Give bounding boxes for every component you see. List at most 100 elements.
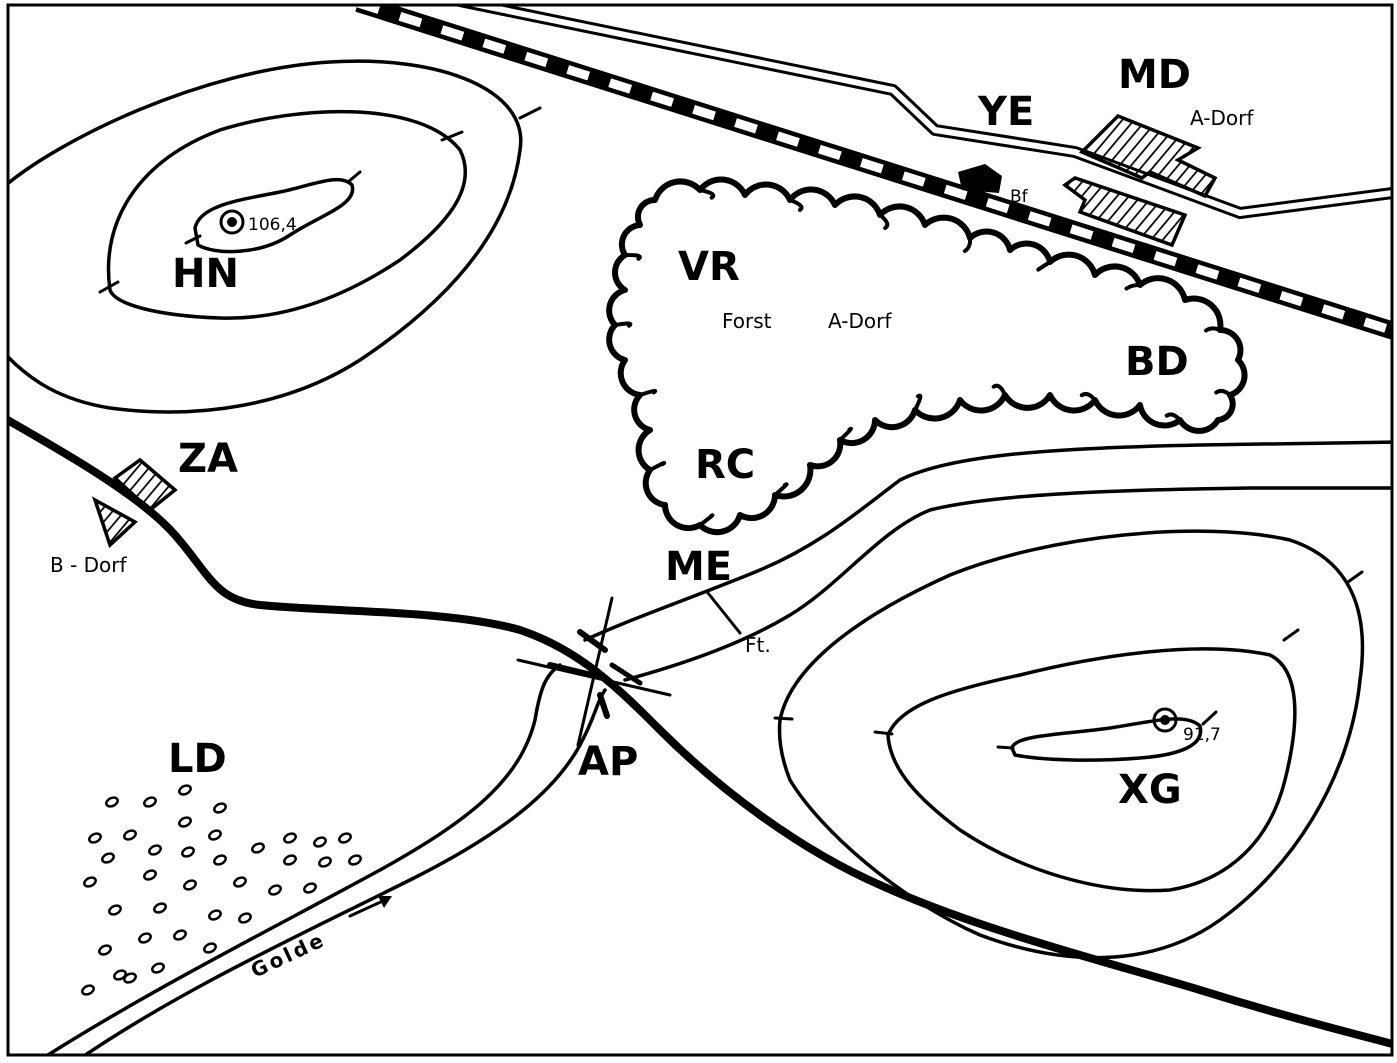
label-forst: Forst: [722, 309, 772, 333]
label-bf: Bf: [1010, 187, 1029, 207]
orchard-bush: [213, 854, 227, 866]
orchard-bush: [153, 902, 167, 914]
label-ap: AP: [578, 739, 638, 785]
orchard-bush: [283, 854, 297, 866]
forest-curl: [638, 388, 658, 397]
orchard-bush: [208, 909, 222, 921]
forest-outline: [606, 176, 1248, 536]
contour-xg-outer: [777, 529, 1365, 960]
forest-curl: [623, 252, 642, 261]
forest-curl: [698, 513, 715, 527]
main-road: [8, 415, 1392, 1049]
orchard-bush: [123, 829, 137, 841]
orchard-bush: [208, 829, 222, 841]
orchard-bush: [348, 854, 362, 866]
village-block: [1062, 176, 1188, 248]
orchard-bush: [98, 944, 112, 956]
forest-curl: [698, 188, 716, 200]
orchard-bush: [313, 836, 327, 848]
forest-curl: [878, 213, 890, 230]
hill-hn-contours: [8, 59, 542, 414]
label-forst-a-dorf: A-Dorf: [828, 309, 892, 333]
forest-curl: [962, 236, 973, 253]
forest-curl: [1164, 412, 1182, 422]
label-za: ZA: [178, 436, 238, 482]
river-bank-upper: [583, 440, 1392, 642]
orchard-bush: [338, 832, 352, 844]
orchard-bush: [238, 912, 252, 924]
label-md: MD: [1118, 52, 1191, 98]
orchard-bush: [233, 876, 247, 888]
label-hn: HN: [172, 251, 239, 297]
forest-curl: [613, 321, 633, 328]
orchard-bush: [151, 962, 165, 974]
orchard-bush: [283, 832, 297, 844]
station-icon: [958, 164, 1002, 193]
orchard-bush: [213, 802, 227, 814]
orchard-bush: [101, 852, 115, 864]
forest-curl: [991, 383, 1007, 397]
orchard-bush: [108, 904, 122, 916]
orchard-bush: [88, 832, 102, 844]
orchard-bush: [123, 972, 137, 984]
contour-xg-middle: [886, 647, 1297, 893]
village-block: [91, 496, 138, 549]
forest-curl: [1079, 392, 1097, 402]
map-frame: [6, 3, 1394, 1057]
village-b-dorf: [91, 457, 178, 549]
forest-curl: [788, 198, 804, 212]
river-bank-right: [82, 688, 607, 1055]
label-xg-height: 91,7: [1183, 725, 1221, 745]
contour-xg-inner: [1010, 717, 1203, 762]
orchard-bush: [81, 984, 95, 996]
label-me: ME: [665, 544, 732, 590]
summit-marker-icon: [1152, 707, 1178, 733]
forest-curl: [838, 426, 854, 442]
river-flow-arrow-icon: [348, 896, 392, 918]
hill-xg-contours: [773, 529, 1365, 960]
road-north: [451, 5, 1392, 219]
orchard-bush: [318, 856, 332, 868]
label-vr: VR: [678, 244, 740, 290]
river-bank-left: [44, 663, 562, 1055]
label-rc: RC: [695, 442, 755, 488]
forest-curl: [913, 393, 923, 412]
label-bd: BD: [1125, 339, 1189, 385]
orchard-bush: [178, 784, 192, 796]
label-a-dorf-village: A-Dorf: [1190, 106, 1254, 130]
label-hn-height: 106,4: [248, 215, 297, 235]
orchard-bush: [178, 816, 192, 828]
label-b-dorf: B - Dorf: [50, 553, 128, 577]
orchard-bush: [268, 884, 282, 896]
river-golde: [44, 440, 1392, 1055]
village-block: [1078, 113, 1218, 199]
orchard-bush: [148, 844, 162, 856]
orchard-bush: [113, 969, 127, 981]
contour-hn-inner: [193, 177, 355, 254]
river-bank-lower: [623, 486, 1392, 682]
label-ye: YE: [977, 89, 1034, 135]
village-block: [112, 457, 178, 513]
forest-curl: [1214, 388, 1232, 397]
bridge-ap: [516, 596, 672, 747]
label-xg: XG: [1118, 767, 1182, 813]
orchard-bush: [143, 796, 157, 808]
orchard-bush: [181, 846, 195, 858]
contour-hn-middle: [106, 109, 467, 320]
orchard-bush: [183, 879, 197, 891]
forest-curl: [773, 482, 789, 497]
orchard-bush: [251, 842, 265, 854]
orchard-bush: [143, 869, 157, 881]
orchard-bush: [303, 882, 317, 894]
label-ld: LD: [168, 736, 227, 782]
orchard-ld: [81, 784, 362, 996]
contour-hn-outer: [8, 59, 523, 414]
orchard-bush: [203, 942, 217, 954]
village-a-dorf: [1062, 113, 1218, 248]
orchard-bush: [105, 796, 119, 808]
summit-marker-icon: [219, 209, 245, 235]
forest-curl: [648, 460, 667, 472]
forest-inner-curls: [613, 188, 1232, 527]
ford-marker: [706, 591, 742, 635]
